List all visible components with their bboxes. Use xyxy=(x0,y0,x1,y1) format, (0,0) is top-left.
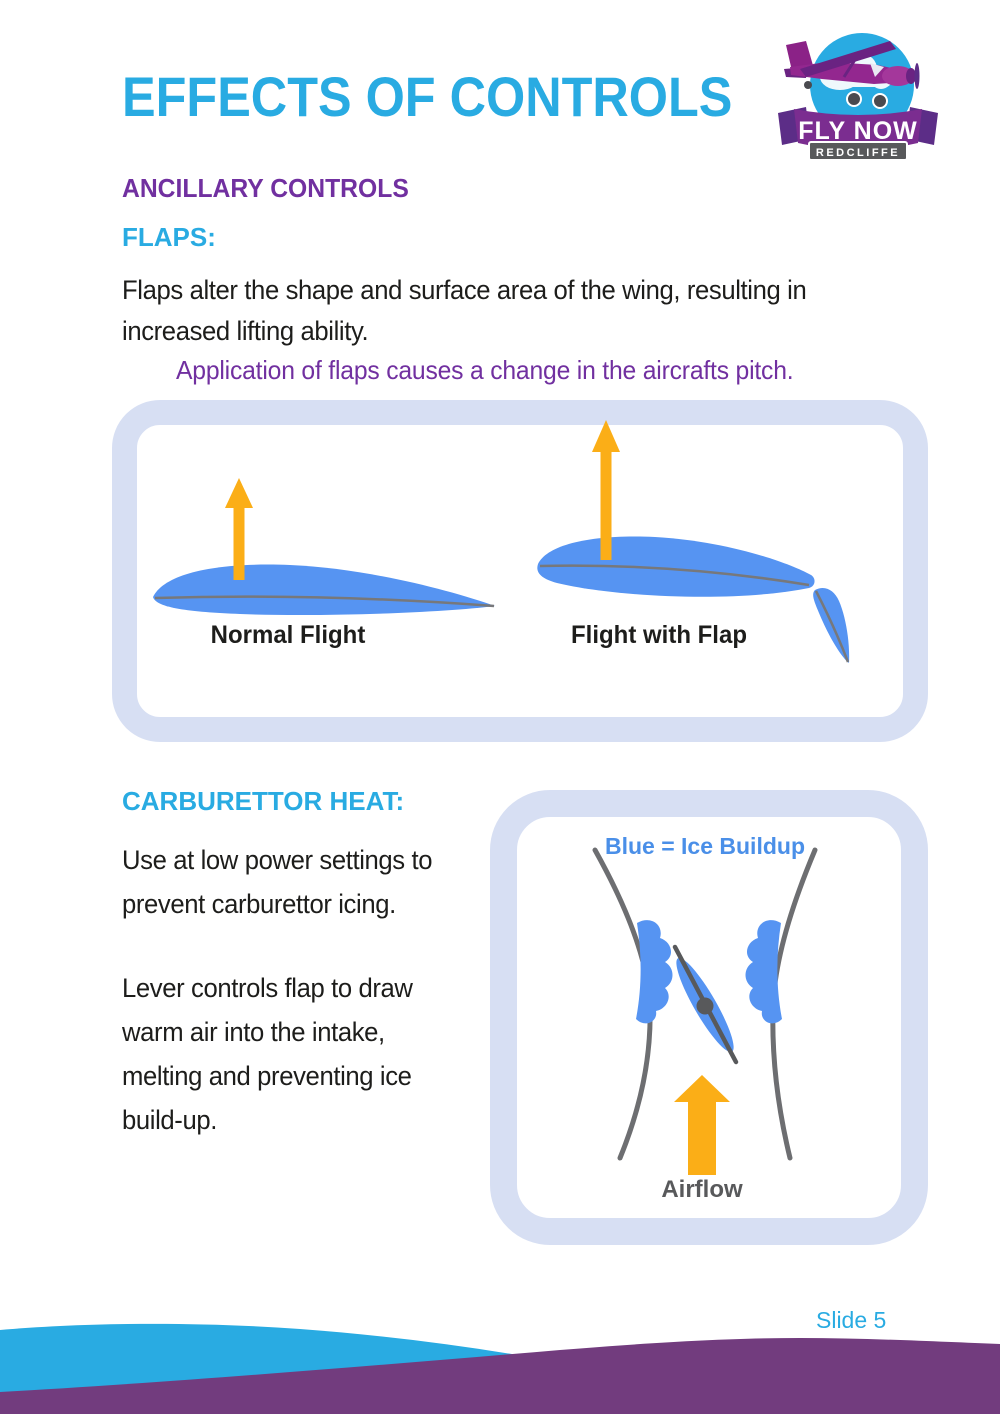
page-title: EFFECTS OF CONTROLS xyxy=(122,65,733,128)
flaps-heading: FLAPS: xyxy=(122,222,216,252)
normal-flight-airfoil-icon xyxy=(153,564,495,616)
logo-brand-text: FLY NOW xyxy=(798,117,918,145)
logo-location-text: REDCLIFFE xyxy=(808,141,908,161)
ancillary-controls-heading: ANCILLARY CONTROLS xyxy=(122,173,409,203)
carb-heat-paragraph-2: Lever controls flap to draw warm air int… xyxy=(122,973,413,1135)
carb-heat-paragraph-1: Use at low power settings to prevent car… xyxy=(122,845,433,919)
flight-with-flap-label: Flight with Flap xyxy=(571,621,747,649)
airflow-label: Airflow xyxy=(661,1176,743,1203)
slide-number: Slide 5 xyxy=(816,1307,887,1333)
flaps-pitch-note: Application of flaps causes a change in … xyxy=(176,355,794,385)
plane-logo-icon xyxy=(778,33,938,150)
carburettor-heat-heading: CARBURETTOR HEAT: xyxy=(122,786,405,816)
lift-arrow-flap-icon xyxy=(592,420,620,560)
venturi-carburettor-icon xyxy=(592,847,818,1175)
flaps-body-text: Flaps alter the shape and surface area o… xyxy=(122,275,807,346)
footer-wave-decoration xyxy=(0,1323,1000,1414)
flap-airfoil-icon xyxy=(537,536,850,663)
ice-buildup-legend: Blue = Ice Buildup xyxy=(604,833,805,859)
fly-now-logo: FLY NOW REDCLIFFE xyxy=(778,25,938,165)
lift-arrow-normal-icon xyxy=(225,478,253,580)
normal-flight-label: Normal Flight xyxy=(210,621,366,649)
